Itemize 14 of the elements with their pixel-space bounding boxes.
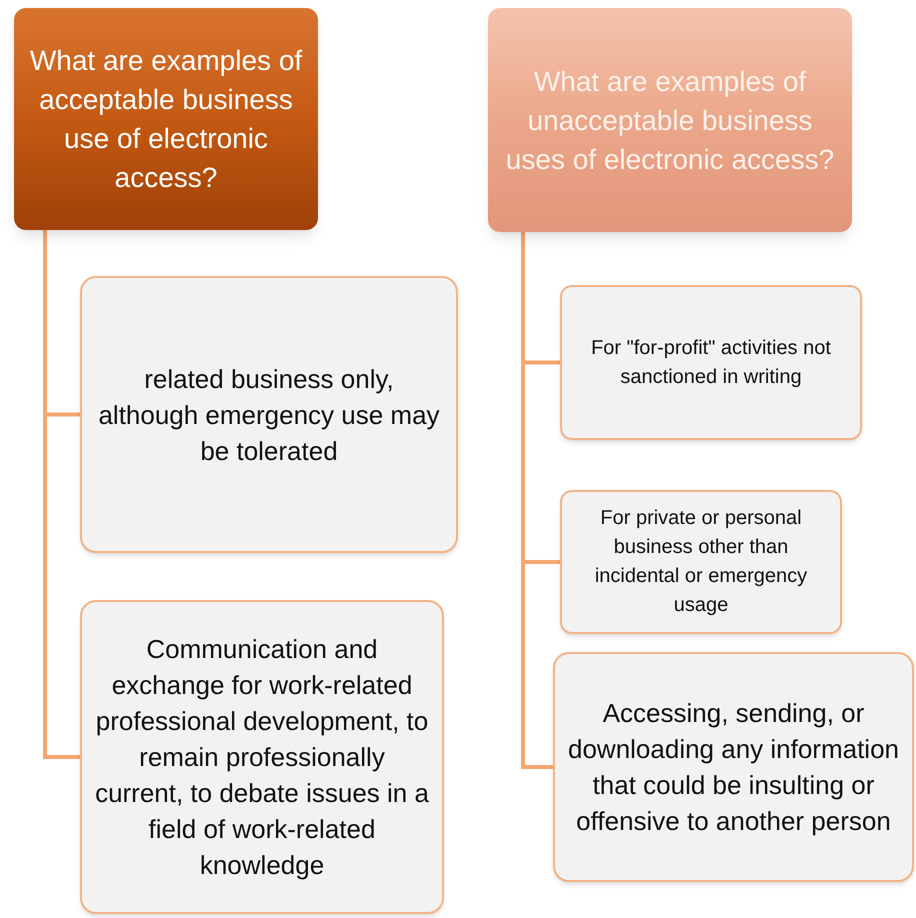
box-text: What are examples of acceptable business use of electronic access? [28, 44, 304, 195]
question-box [488, 8, 852, 232]
answer-box [553, 652, 914, 882]
question-box [14, 8, 318, 230]
answer-box [560, 285, 862, 440]
box-text: For "for-profit" activities not sanctioned in writing [590, 336, 832, 390]
answer-box [80, 276, 458, 553]
answer-box [80, 600, 444, 914]
box-text: What are examples of unacceptable business uses of electronic access? [504, 64, 836, 176]
box-text: For private or personal business other than incidental or emergency usage [594, 506, 808, 618]
answer-box [560, 490, 842, 634]
box-text: related business only, although emergency use may be tolerated [97, 362, 441, 468]
box-text: Communication and exchange for work-related professional development, to remain professionally current, to debate issues in a field of work-related knowledge [94, 633, 430, 882]
box-text: Accessing, sending, or downloading any information that could be insulting or offensive to another person [567, 697, 900, 838]
